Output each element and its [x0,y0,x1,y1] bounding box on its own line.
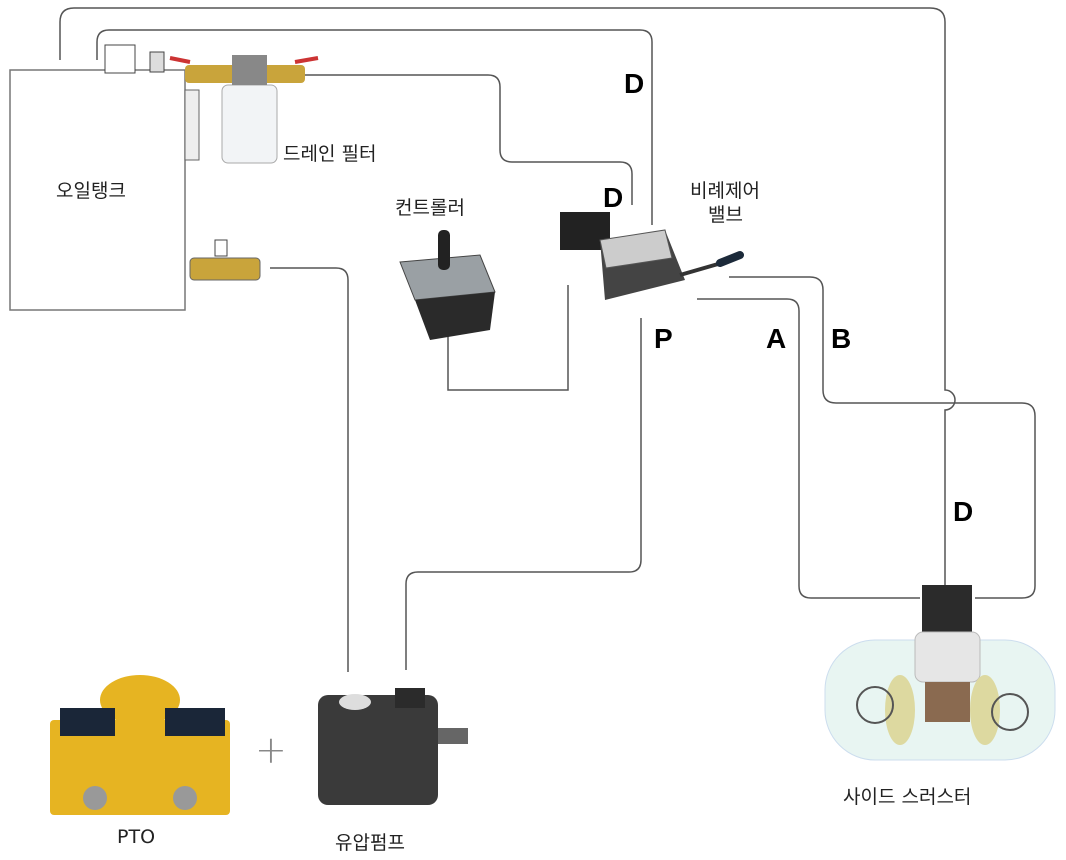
proportional-valve [560,212,744,300]
p-line [405,318,642,670]
port-d-thruster: D [953,496,974,527]
port-a: A [766,323,787,354]
a-line [697,298,920,599]
port-b: B [831,323,852,354]
drain-filter [169,55,319,164]
controller-line [447,285,569,391]
controller-label: 컨트롤러 [395,197,465,219]
hydraulic-pump [318,688,468,805]
pto [50,675,230,815]
controller [399,230,496,340]
plus-sign: + [255,728,287,772]
port-p: P [654,323,673,354]
port-d-top: D [624,68,645,99]
thruster-label: 사이드 스러스터 [843,786,972,808]
drain-line-valve [96,29,653,225]
pto-label: PTO [117,826,156,848]
valve-label-line1: 비례제어 [690,180,760,202]
port-d-valve: D [603,182,624,213]
pump-label: 유압펌프 [335,832,405,854]
side-thruster [824,585,1056,761]
oil-tank-label: 오일탱크 [56,180,126,202]
b-line [729,276,1036,599]
oil-tank [9,44,261,311]
drain-filter-label: 드레인 필터 [283,143,377,165]
valve-label-line2: 밸브 [708,204,743,226]
filter-line [305,74,633,205]
drain-line-top [59,7,956,590]
tank-outlet-line [270,267,349,672]
